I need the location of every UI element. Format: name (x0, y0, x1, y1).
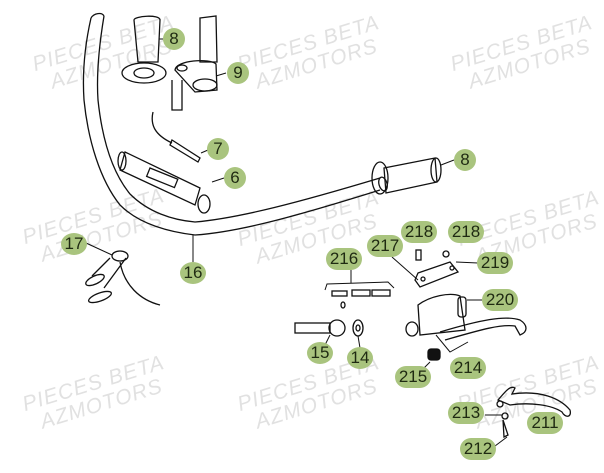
kill-switch-part (85, 242, 161, 306)
part-label-220[interactable]: 220 (482, 289, 518, 311)
part-label-7[interactable]: 7 (207, 138, 229, 160)
part-label-14[interactable]: 14 (347, 347, 373, 369)
part-label-8[interactable]: 8 (163, 28, 185, 50)
part-label-218b[interactable]: 218 (448, 221, 484, 243)
part-label-16[interactable]: 16 (180, 262, 206, 284)
part-label-214[interactable]: 214 (450, 357, 486, 379)
part-label-6[interactable]: 6 (224, 167, 246, 189)
part-label-216[interactable]: 216 (326, 248, 362, 270)
part-label-17[interactable]: 17 (61, 233, 87, 255)
part-label-219[interactable]: 219 (477, 252, 513, 274)
grip-right-part (371, 157, 455, 195)
throttle-housing-part (171, 15, 227, 111)
reservoir-cover-part (391, 249, 479, 288)
master-cylinder-part (405, 293, 527, 373)
part-label-212[interactable]: 212 (460, 438, 496, 460)
cable-adjuster-part (294, 319, 364, 349)
lever-part (485, 386, 571, 447)
part-label-15[interactable]: 15 (307, 342, 333, 364)
throttle-cable-part (151, 111, 209, 163)
part-label-213[interactable]: 213 (448, 402, 484, 424)
grip-left-part (121, 15, 167, 84)
part-label-218a[interactable]: 218 (401, 221, 437, 243)
part-label-211[interactable]: 211 (527, 412, 563, 434)
handlebar-part (82, 12, 388, 262)
handlebar-pad-part (117, 151, 225, 214)
part-label-8b[interactable]: 8 (454, 149, 476, 171)
adjuster-kit-part (324, 270, 395, 309)
part-label-217[interactable]: 217 (367, 235, 403, 257)
part-label-9[interactable]: 9 (227, 62, 249, 84)
part-label-215[interactable]: 215 (395, 366, 431, 388)
